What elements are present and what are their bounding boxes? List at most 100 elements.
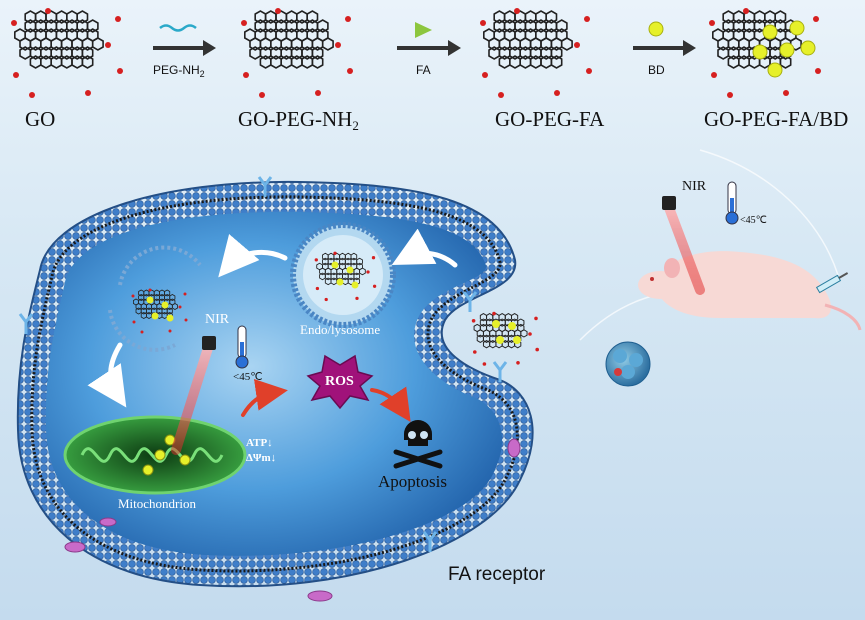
oxygen-atom: [534, 316, 538, 321]
step-label-go-peg-fa: GO-PEG-FA: [495, 107, 605, 131]
oxygen-atom: [345, 16, 351, 22]
oxygen-atom: [743, 8, 749, 14]
oxygen-atom: [783, 90, 789, 96]
mouse-temp-label: <45℃: [740, 215, 767, 226]
carbon-ring: [511, 313, 519, 322]
carbon-ring: [498, 55, 511, 69]
carbon-ring: [350, 252, 358, 261]
carbon-ring: [359, 267, 366, 276]
oxygen-atom: [813, 16, 819, 22]
fa-receptor-marks: [18, 176, 508, 552]
cell-nir-label: NIR: [205, 312, 230, 327]
carbon-ring: [717, 46, 730, 60]
carbon-ring: [280, 55, 293, 69]
oxygen-atom: [471, 319, 476, 323]
oxygen-atom: [492, 311, 496, 316]
cancer-cell: [16, 180, 534, 588]
carbon-ring: [508, 55, 522, 69]
oxygen-atom: [148, 288, 152, 292]
carbon-ring: [321, 37, 334, 51]
carbon-ring: [290, 55, 303, 69]
carbon-ring: [555, 19, 568, 33]
carbon-ring: [306, 10, 319, 24]
oxygen-atom: [241, 20, 247, 26]
oxygen-atom: [315, 90, 321, 96]
oxygen-atom: [482, 362, 487, 366]
escaping-vesicle: [108, 245, 202, 352]
oxygen-atom: [29, 92, 35, 98]
oxygen-atom: [85, 90, 91, 96]
oxygen-atom: [473, 350, 477, 354]
carbon-ring: [171, 303, 178, 310]
oxygen-atom: [586, 68, 592, 74]
carbon-ring: [540, 55, 553, 69]
carbon-ring: [60, 55, 73, 69]
oxygen-atom: [480, 20, 486, 26]
carbon-ring: [311, 46, 324, 60]
step-label-go-peg-fa-bd: GO-PEG-FA/BD: [704, 107, 849, 131]
oxygen-atom: [184, 318, 188, 322]
carbon-ring: [81, 46, 94, 60]
oxygen-atom: [315, 286, 320, 291]
oxygen-atom: [132, 320, 136, 324]
carbon-ring: [269, 55, 283, 69]
mouse: [638, 251, 862, 331]
oxygen-atom: [498, 92, 504, 98]
carbon-ring: [550, 46, 563, 60]
reaction-arrow-1: [153, 24, 216, 56]
oxygen-atom: [709, 20, 715, 26]
carbon-ring: [550, 55, 563, 69]
oxygen-atom: [178, 305, 182, 309]
carbon-ring: [545, 10, 558, 24]
oxygen-atom: [528, 332, 532, 336]
endosome-bd: [331, 261, 359, 289]
oxygen-atom: [574, 42, 580, 48]
carbon-ring: [166, 307, 173, 315]
oxygen-atom: [243, 72, 249, 78]
ros-burst: [306, 354, 374, 410]
oxygen-atom: [371, 256, 376, 260]
atp-label: ATP↓: [246, 437, 273, 449]
carbon-ring: [164, 289, 171, 297]
oxygen-atom: [355, 296, 359, 301]
oxygen-atom: [727, 92, 733, 98]
mouse-nir-label: NIR: [682, 179, 707, 194]
step-label-go-peg-nh2: GO-PEG-NH2: [238, 107, 359, 134]
oxygen-atom: [711, 72, 717, 78]
carbon-ring: [76, 10, 89, 24]
oxygen-atom: [168, 329, 172, 333]
oxygen-atom: [11, 20, 17, 26]
tumor: [605, 341, 651, 387]
oxygen-atom: [516, 361, 520, 365]
carbon-ring: [476, 334, 484, 343]
oxygen-atom: [131, 294, 135, 298]
carbon-ring: [789, 37, 802, 51]
bd-loaded-particles: [752, 20, 816, 78]
mouse-nir-laser: [662, 196, 705, 295]
endo-lysosome-label: Endo/lysosome: [300, 322, 381, 337]
ros-arrows: [241, 378, 411, 422]
syringe-icon: [815, 272, 849, 294]
carbon-ring: [779, 55, 792, 69]
mitochondrion-label: Mitochondrion: [118, 496, 196, 511]
oxygen-atom: [514, 8, 520, 14]
fa-receptor-label: FA receptor: [448, 564, 546, 585]
carbon-ring: [353, 272, 361, 281]
oxygen-atom: [183, 292, 187, 296]
oxygen-atom: [13, 72, 19, 78]
carbon-ring: [71, 55, 84, 69]
oxygen-atom: [372, 284, 377, 288]
carbon-ring: [489, 340, 497, 349]
carbon-ring: [520, 329, 528, 338]
carbon-ring: [529, 55, 542, 69]
incoming-go-sheet: [471, 311, 539, 366]
carbon-ring: [727, 55, 740, 69]
reagent-label-peg-nh2-text: PEG-NH: [153, 63, 200, 77]
carbon-ring: [86, 19, 99, 33]
step-label-go-peg-nh2-subscript: 2: [352, 118, 359, 133]
oxygen-atom: [482, 72, 488, 78]
carbon-ring: [259, 55, 272, 69]
oxygen-atom: [347, 68, 353, 74]
carbon-ring: [19, 46, 32, 60]
go-sheet-3: [480, 8, 592, 98]
